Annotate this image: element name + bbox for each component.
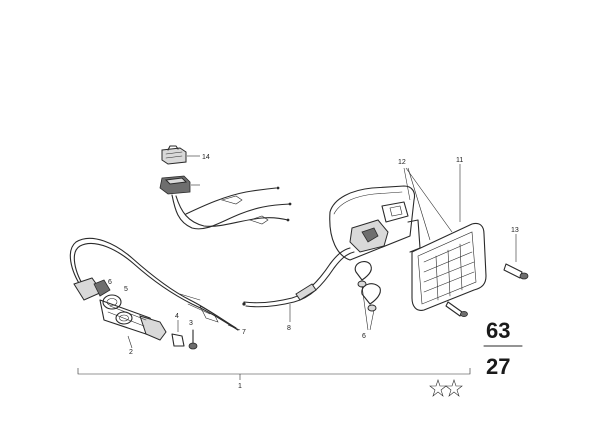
sleeve-4[interactable] xyxy=(171,320,185,347)
star-icon-pair xyxy=(429,379,463,397)
callout-5[interactable]: 5 xyxy=(124,286,128,293)
sealing-ring-5[interactable] xyxy=(102,294,122,310)
section-group: 63 xyxy=(486,318,510,343)
wire-harness-upper xyxy=(171,186,292,230)
section-number: 63 27 xyxy=(483,318,523,379)
callout-leaders-12 xyxy=(403,167,453,241)
callout-2[interactable]: 2 xyxy=(129,349,133,356)
callout-14[interactable]: 14 xyxy=(202,154,210,161)
lens-screw[interactable] xyxy=(445,301,468,317)
assembly-bracket-1 xyxy=(77,368,471,380)
bulb-6-upper[interactable] xyxy=(354,261,372,288)
section-subgroup: 27 xyxy=(486,354,510,379)
callout-12[interactable]: 12 xyxy=(398,159,406,166)
wire-connector-15[interactable] xyxy=(159,175,200,195)
callout-11[interactable]: 11 xyxy=(456,157,463,164)
screw-13[interactable] xyxy=(503,234,529,280)
lamp-housing[interactable] xyxy=(329,185,421,261)
callout-1[interactable]: 1 xyxy=(238,383,242,390)
bulb-6-lower[interactable] xyxy=(361,283,381,312)
callout-13[interactable]: 13 xyxy=(511,227,519,234)
cable-8[interactable] xyxy=(242,247,355,322)
callout-8[interactable]: 8 xyxy=(287,325,291,332)
callout-6-plug[interactable]: 6 xyxy=(108,279,112,286)
ring-6[interactable] xyxy=(115,311,133,325)
cable-7[interactable] xyxy=(69,237,241,331)
lamp-lens-11[interactable] xyxy=(411,164,487,311)
callout-leaders-6 xyxy=(361,285,375,331)
relay-connector-14[interactable] xyxy=(161,145,200,165)
screw-3[interactable] xyxy=(188,329,198,350)
callout-6-bulbs[interactable]: 6 xyxy=(362,333,366,340)
callout-4[interactable]: 4 xyxy=(175,313,179,320)
callout-7[interactable]: 7 xyxy=(242,329,246,336)
callout-3[interactable]: 3 xyxy=(189,320,193,327)
plug-body-2[interactable] xyxy=(73,277,167,349)
